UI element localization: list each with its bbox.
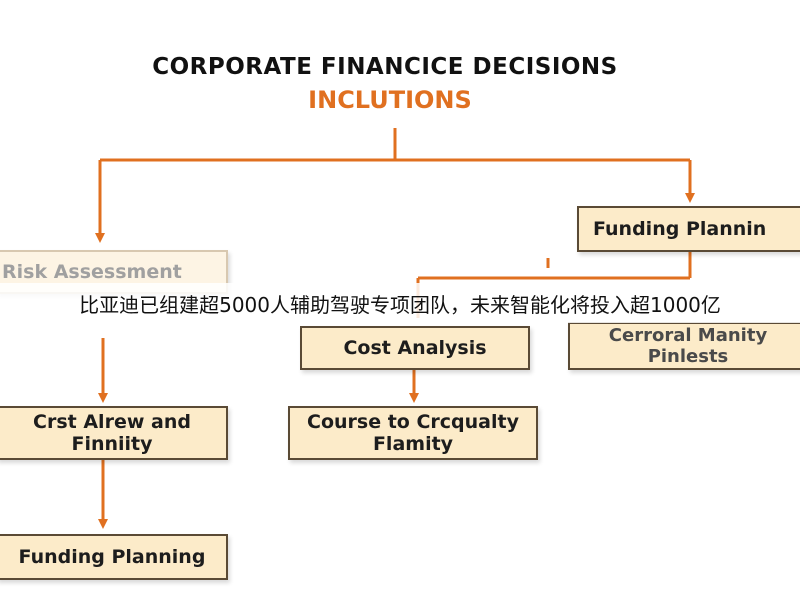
node-funding-planning-top-label: Funding Plannin [593, 218, 767, 240]
node-course-to-crcqualty-label: Course to Crcqualty Flamity [307, 411, 519, 455]
node-funding-planning-bottom-label: Funding Planning [18, 546, 206, 568]
caption-overlay: 比亚迪已组建超5000人辅助驾驶专项团队，未来智能化将投入超1000亿 [0, 283, 800, 323]
node-cerroral-manity-label: Cerroral Manity Pinlests [608, 325, 768, 367]
node-risk-assessment-label: Risk Assessment [2, 261, 182, 283]
caption-text: 比亚迪已组建超5000人辅助驾驶专项团队，未来智能化将投入超1000亿 [79, 292, 721, 317]
node-cost-analysis: Cost Analysis [300, 326, 530, 370]
node-course-to-crcqualty: Course to Crcqualty Flamity [288, 406, 538, 460]
node-crst-alrew-label: Crst Alrew and Finniity [33, 411, 191, 455]
node-funding-planning-top: Funding Plannin [577, 206, 800, 252]
page-title: CORPORATE FINANCICE DECISIONS [152, 54, 618, 80]
node-cost-analysis-label: Cost Analysis [343, 337, 487, 359]
node-funding-planning-bottom: Funding Planning [0, 534, 228, 580]
page-subtitle: INCLUTIONS [308, 86, 472, 114]
node-crst-alrew: Crst Alrew and Finniity [0, 406, 228, 460]
node-cerroral-manity: Cerroral Manity Pinlests [568, 322, 800, 370]
